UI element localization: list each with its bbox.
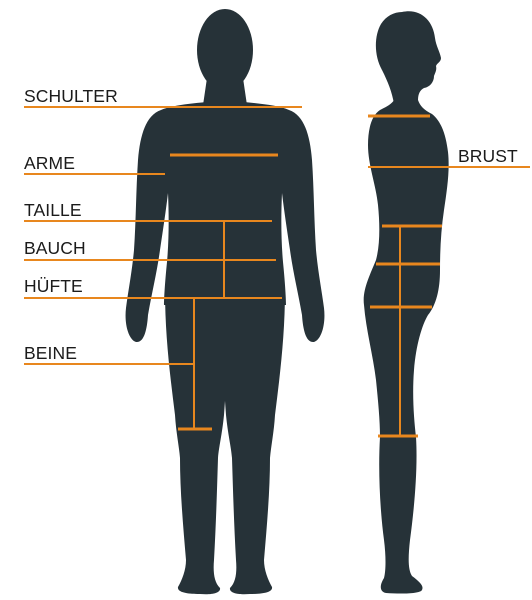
waist-label: TAILLE: [24, 201, 82, 219]
side-head: [376, 11, 441, 104]
hip-label: HÜFTE: [24, 277, 83, 295]
legs-label: BEINE: [24, 344, 77, 362]
belly-label: BAUCH: [24, 239, 86, 257]
front-right-leg: [222, 290, 285, 594]
front-left-leg: [165, 290, 228, 594]
chest-label: BRUST: [458, 147, 518, 165]
arms-label: ARME: [24, 154, 75, 172]
side-silhouette: [364, 11, 449, 593]
side-body: [364, 100, 449, 594]
shoulder-label: SCHULTER: [24, 87, 118, 105]
front-silhouette: [126, 9, 325, 594]
